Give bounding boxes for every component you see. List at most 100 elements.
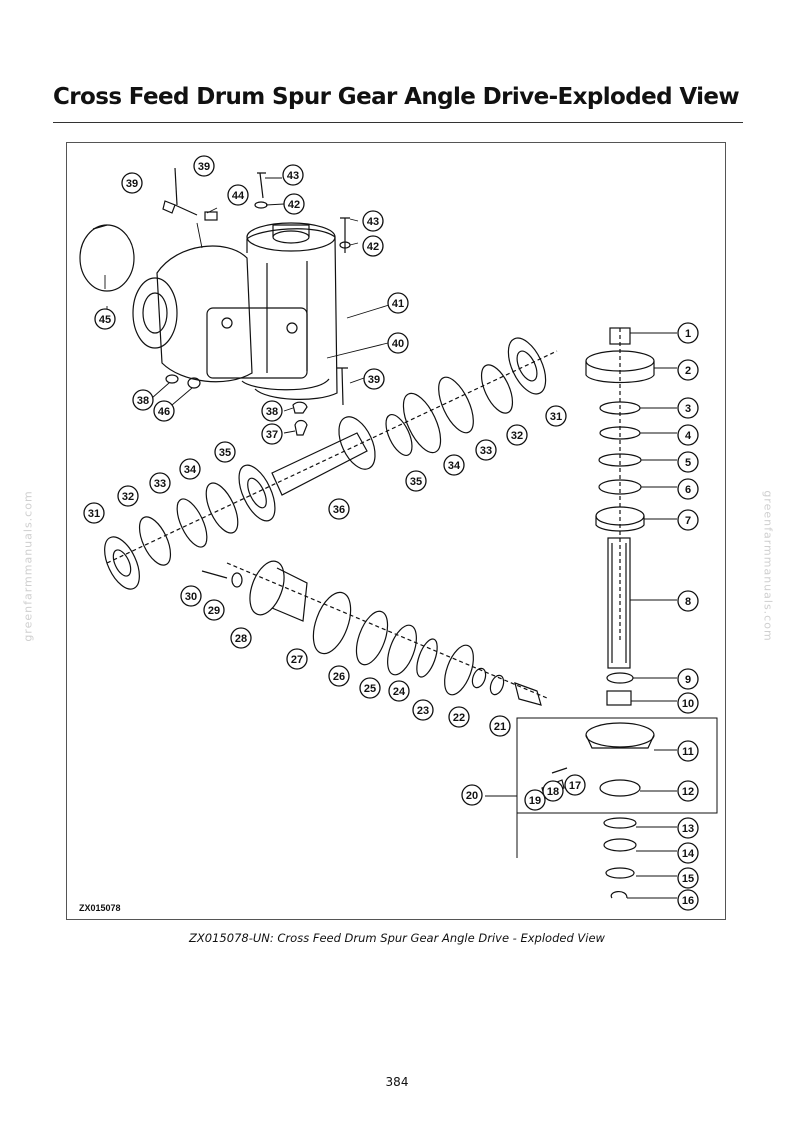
callout-37: 37: [261, 423, 283, 445]
callout-33-lower: 33: [149, 472, 171, 494]
callout-12: 12: [677, 780, 699, 802]
svg-text:14: 14: [682, 848, 695, 860]
svg-text:26: 26: [333, 671, 345, 683]
svg-text:7: 7: [685, 515, 691, 527]
svg-text:25: 25: [364, 683, 376, 695]
callout-39-top: 39: [193, 155, 215, 177]
callout-43-right: 43: [362, 210, 384, 232]
callout-36: 36: [328, 498, 350, 520]
callout-2: 2: [677, 359, 699, 381]
svg-text:32: 32: [511, 430, 523, 442]
leader-lines: [104, 177, 677, 899]
lower-axis-line: [226, 562, 548, 699]
callout-8: 8: [677, 590, 699, 612]
callout-14: 14: [677, 842, 699, 864]
svg-text:18: 18: [547, 786, 559, 798]
svg-text:17: 17: [569, 780, 581, 792]
svg-text:43: 43: [367, 216, 379, 228]
svg-text:39: 39: [368, 374, 380, 386]
watermark-left: greenfarmmanuals.com: [21, 490, 35, 642]
callout-35-lower: 35: [214, 441, 236, 463]
svg-text:31: 31: [550, 411, 562, 423]
callout-31-upper: 31: [545, 405, 567, 427]
svg-text:3: 3: [685, 403, 691, 415]
svg-text:43: 43: [287, 170, 299, 182]
svg-text:29: 29: [208, 605, 220, 617]
svg-text:45: 45: [99, 314, 111, 326]
callout-11: 11: [677, 740, 699, 762]
svg-text:34: 34: [184, 464, 197, 476]
svg-text:2: 2: [685, 365, 691, 377]
svg-text:32: 32: [122, 491, 134, 503]
figure-id-label: ZX015078: [79, 903, 121, 913]
callout-30: 30: [180, 585, 202, 607]
svg-text:15: 15: [682, 873, 694, 885]
svg-text:35: 35: [219, 447, 231, 459]
svg-text:38: 38: [137, 395, 149, 407]
svg-text:31: 31: [88, 508, 100, 520]
svg-text:23: 23: [417, 705, 429, 717]
svg-text:1: 1: [685, 328, 691, 340]
callout-16: 16: [677, 889, 699, 911]
svg-text:6: 6: [685, 484, 691, 496]
callout-4: 4: [677, 424, 699, 446]
callout-26: 26: [328, 665, 350, 687]
callout-38-lower: 38: [261, 400, 283, 422]
page-title: Cross Feed Drum Spur Gear Angle Drive-Ex…: [53, 84, 740, 110]
svg-text:10: 10: [682, 698, 694, 710]
svg-text:28: 28: [235, 633, 247, 645]
svg-text:11: 11: [682, 746, 694, 758]
callout-35-upper: 35: [405, 470, 427, 492]
svg-text:35: 35: [410, 476, 422, 488]
svg-text:30: 30: [185, 591, 197, 603]
svg-text:42: 42: [367, 241, 379, 253]
callout-7: 7: [677, 509, 699, 531]
callout-31-lower: 31: [83, 502, 105, 524]
svg-text:22: 22: [453, 712, 465, 724]
svg-text:20: 20: [466, 790, 478, 802]
svg-text:8: 8: [685, 596, 691, 608]
callout-15: 15: [677, 867, 699, 889]
svg-text:41: 41: [392, 298, 404, 310]
watermark-right: greenfarmmanuals.com: [761, 490, 775, 642]
callout-1: 1: [677, 322, 699, 344]
callout-25: 25: [359, 677, 381, 699]
screws: [162, 167, 351, 436]
callout-27: 27: [286, 648, 308, 670]
callout-19: 19: [524, 789, 546, 811]
upper-shaft-parts: [104, 337, 547, 590]
svg-text:42: 42: [288, 199, 300, 211]
svg-text:37: 37: [266, 429, 278, 441]
callout-32-lower: 32: [117, 485, 139, 507]
callout-46: 46: [153, 400, 175, 422]
callout-34-lower: 34: [179, 458, 201, 480]
callout-3: 3: [677, 397, 699, 419]
subassembly-bracket: [516, 717, 718, 858]
callout-18: 18: [542, 780, 564, 802]
callout-24: 24: [388, 680, 410, 702]
svg-text:33: 33: [154, 478, 166, 490]
callout-20: 20: [461, 784, 483, 806]
svg-text:19: 19: [529, 795, 541, 807]
svg-text:16: 16: [682, 895, 694, 907]
svg-text:5: 5: [685, 457, 691, 469]
svg-text:21: 21: [494, 721, 506, 733]
callout-43-top: 43: [282, 164, 304, 186]
callout-40: 40: [387, 332, 409, 354]
exploded-view-figure: 1 2 3 4 5 6 7 8 9 10 11 12 13 14 15 16 1…: [66, 142, 726, 920]
callout-5: 5: [677, 451, 699, 473]
callout-22: 22: [448, 706, 470, 728]
callout-13: 13: [677, 817, 699, 839]
svg-text:27: 27: [291, 654, 303, 666]
callout-29: 29: [203, 599, 225, 621]
lower-shaft-parts: [201, 560, 542, 706]
svg-text:39: 39: [198, 161, 210, 173]
svg-text:4: 4: [685, 430, 692, 442]
callout-10: 10: [677, 692, 699, 714]
callout-44: 44: [227, 184, 249, 206]
callout-17: 17: [564, 774, 586, 796]
callout-45: 45: [94, 308, 116, 330]
callout-39-right: 39: [363, 368, 385, 390]
figure-caption: ZX015078-UN: Cross Feed Drum Spur Gear A…: [189, 931, 605, 945]
svg-text:33: 33: [480, 445, 492, 457]
